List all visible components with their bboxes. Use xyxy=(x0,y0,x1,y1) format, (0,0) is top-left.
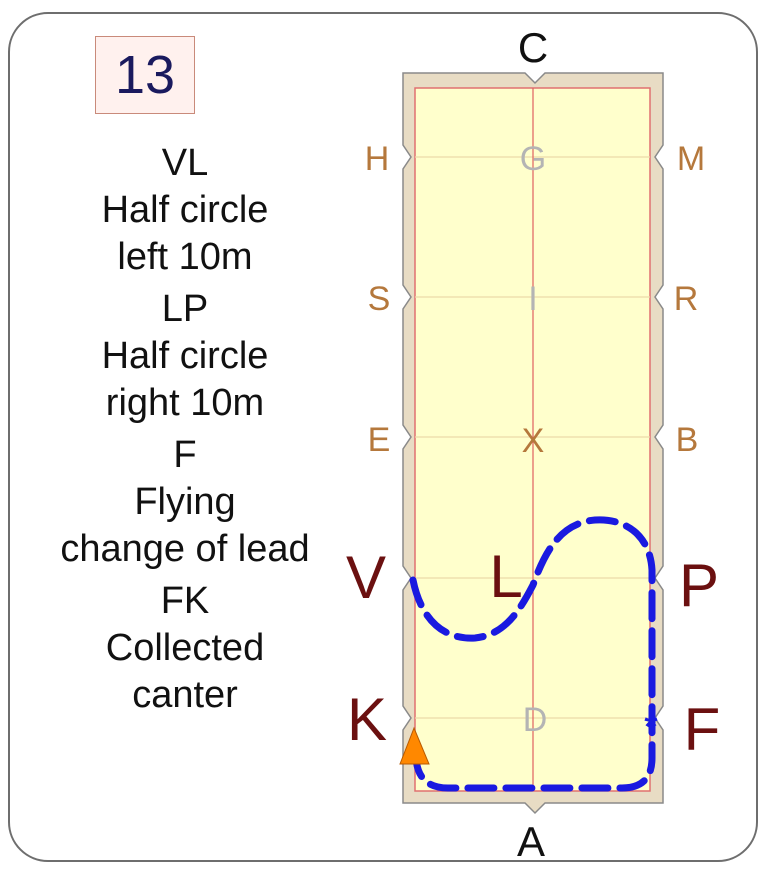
instruction-text: Half circle xyxy=(101,335,269,377)
instruction-text: Collected xyxy=(105,627,265,669)
instruction-text: Flying xyxy=(134,481,236,523)
marker-d: D xyxy=(523,701,548,739)
instruction-text: canter xyxy=(132,674,238,716)
instruction-step: VL Half circle left 10m xyxy=(20,140,350,281)
instruction-step: FK Collected canter xyxy=(20,578,350,719)
marker-k: K xyxy=(347,686,387,753)
test-number-badge: 13 xyxy=(95,36,195,114)
instruction-letters: LP xyxy=(161,288,209,330)
instruction-step: LP Half circle right 10m xyxy=(20,286,350,427)
marker-r: R xyxy=(674,280,699,318)
movement-instructions: VL Half circle left 10m LP Half circle r… xyxy=(20,140,350,724)
marker-b: B xyxy=(676,421,699,459)
instruction-step: F Flying change of lead xyxy=(20,432,350,573)
instruction-text: Half circle xyxy=(101,189,269,231)
instruction-text: change of lead xyxy=(60,528,310,570)
instruction-text: right 10m xyxy=(105,382,265,424)
start-direction-triangle xyxy=(399,726,430,765)
marker-p: P xyxy=(679,552,719,619)
marker-h: H xyxy=(365,140,390,178)
change-of-lead-asterisk: * xyxy=(644,708,658,746)
instruction-letters: VL xyxy=(161,142,209,184)
instruction-text: left 10m xyxy=(117,236,253,278)
marker-v: V xyxy=(346,544,386,611)
marker-e: E xyxy=(368,421,391,459)
instruction-letters: FK xyxy=(160,580,210,622)
marker-f: F xyxy=(684,696,721,763)
marker-g: G xyxy=(520,140,546,178)
riding-route xyxy=(409,516,656,792)
instruction-letters: F xyxy=(173,434,197,476)
marker-l: L xyxy=(489,543,522,610)
marker-m: M xyxy=(677,140,705,178)
marker-a: A xyxy=(517,818,545,865)
marker-x: X xyxy=(522,422,545,460)
marker-c: C xyxy=(518,24,548,71)
marker-s: S xyxy=(368,280,391,318)
marker-i: I xyxy=(528,280,537,318)
